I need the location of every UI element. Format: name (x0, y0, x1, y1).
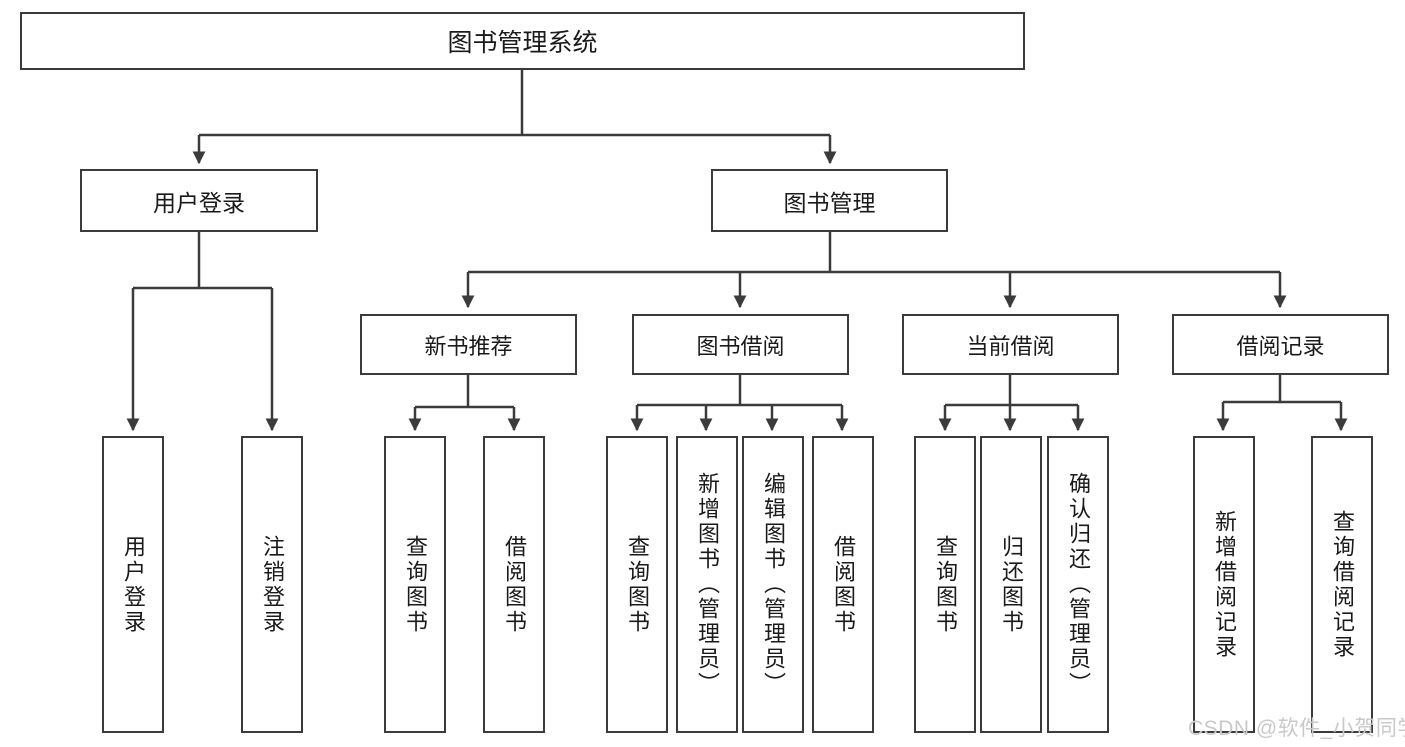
watermark: CSDN @软件_小贺同学 (1188, 717, 1405, 740)
leaf-add-borrow-record[interactable]: 新增借阅记录 (1193, 436, 1255, 733)
leaf-add-book-admin[interactable]: 新增图书（管理员） (676, 436, 738, 733)
leaf-query-book-recommend[interactable]: 查询图书 (384, 436, 446, 733)
leaf-logout[interactable]: 注销登录 (241, 436, 303, 733)
node-borrow-record-label: 借阅记录 (1236, 333, 1325, 359)
leaf-borrow-book-recommend-label: 借阅图书 (502, 534, 527, 635)
node-current-borrow[interactable]: 当前借阅 (902, 314, 1119, 375)
node-book-borrow-label: 图书借阅 (696, 333, 785, 359)
leaf-confirm-return-admin[interactable]: 确认归还（管理员） (1047, 436, 1109, 733)
leaf-query-book-recommend-label: 查询图书 (403, 534, 428, 635)
node-book-borrow[interactable]: 图书借阅 (632, 314, 849, 375)
leaf-user-login-label: 用户登录 (121, 534, 146, 635)
leaf-return-book-label: 归还图书 (999, 534, 1024, 635)
leaf-confirm-return-admin-label: 确认归还（管理员） (1066, 472, 1091, 697)
leaf-query-borrow-record-label: 查询借阅记录 (1330, 509, 1355, 660)
node-borrow-record[interactable]: 借阅记录 (1172, 314, 1389, 375)
leaf-edit-book-admin-label: 编辑图书（管理员） (761, 472, 786, 697)
node-user-login-label: 用户登录 (153, 189, 245, 216)
leaf-add-book-admin-label: 新增图书（管理员） (695, 472, 720, 697)
leaf-borrow-book-label: 借阅图书 (831, 534, 856, 635)
node-book-management-label: 图书管理 (783, 189, 876, 216)
node-user-login[interactable]: 用户登录 (80, 169, 318, 232)
node-current-borrow-label: 当前借阅 (966, 333, 1055, 359)
leaf-query-borrow-record[interactable]: 查询借阅记录 (1311, 436, 1373, 733)
leaf-borrow-book[interactable]: 借阅图书 (812, 436, 874, 733)
leaf-return-book[interactable]: 归还图书 (980, 436, 1042, 733)
node-book-management[interactable]: 图书管理 (711, 169, 948, 232)
leaf-edit-book-admin[interactable]: 编辑图书（管理员） (742, 436, 804, 733)
node-new-book-recommend[interactable]: 新书推荐 (360, 314, 577, 375)
leaf-query-book-current-label: 查询图书 (933, 534, 958, 635)
leaf-logout-label: 注销登录 (260, 534, 285, 635)
node-new-book-recommend-label: 新书推荐 (424, 333, 513, 359)
leaf-add-borrow-record-label: 新增借阅记录 (1212, 509, 1237, 660)
node-root-label: 图书管理系统 (447, 29, 598, 57)
leaf-borrow-book-recommend[interactable]: 借阅图书 (483, 436, 545, 733)
leaf-user-login[interactable]: 用户登录 (102, 436, 164, 733)
leaf-query-book-current[interactable]: 查询图书 (914, 436, 976, 733)
node-root[interactable]: 图书管理系统 (20, 12, 1025, 70)
leaf-query-book-borrow[interactable]: 查询图书 (606, 436, 668, 733)
leaf-query-book-borrow-label: 查询图书 (625, 534, 650, 635)
